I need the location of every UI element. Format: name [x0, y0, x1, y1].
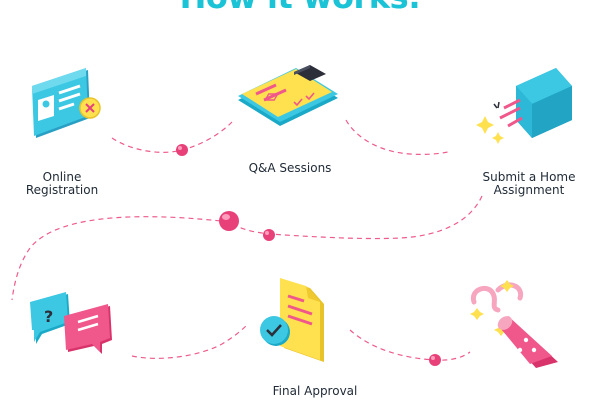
svg-text:?: ?	[44, 307, 53, 326]
chat-bubbles-icon: ?	[30, 292, 112, 354]
path-segment-2	[345, 119, 449, 155]
step-label-online-registration: Online Registration	[25, 170, 99, 197]
path-segment-1	[111, 121, 233, 153]
path-node-1	[176, 144, 188, 156]
envelope-send-icon	[476, 68, 572, 144]
step-label-qa-sessions: Q&A Sessions	[248, 161, 332, 175]
path-node-2	[219, 211, 239, 231]
path-segment-4	[131, 323, 249, 359]
step-label-final-approval: Final Approval	[272, 384, 358, 398]
party-popper-icon	[470, 280, 558, 368]
path-node-3	[263, 229, 275, 241]
id-card-icon	[32, 68, 101, 138]
path-segment-3	[11, 195, 483, 301]
diagram-title: How it works:	[0, 0, 600, 16]
approved-document-icon	[260, 278, 324, 362]
step-label-home-assignment: Submit a Home Assignment	[482, 170, 576, 197]
path-segment-5	[349, 329, 471, 361]
path-node-4	[429, 354, 441, 366]
clipboard-checklist-icon	[238, 65, 338, 126]
